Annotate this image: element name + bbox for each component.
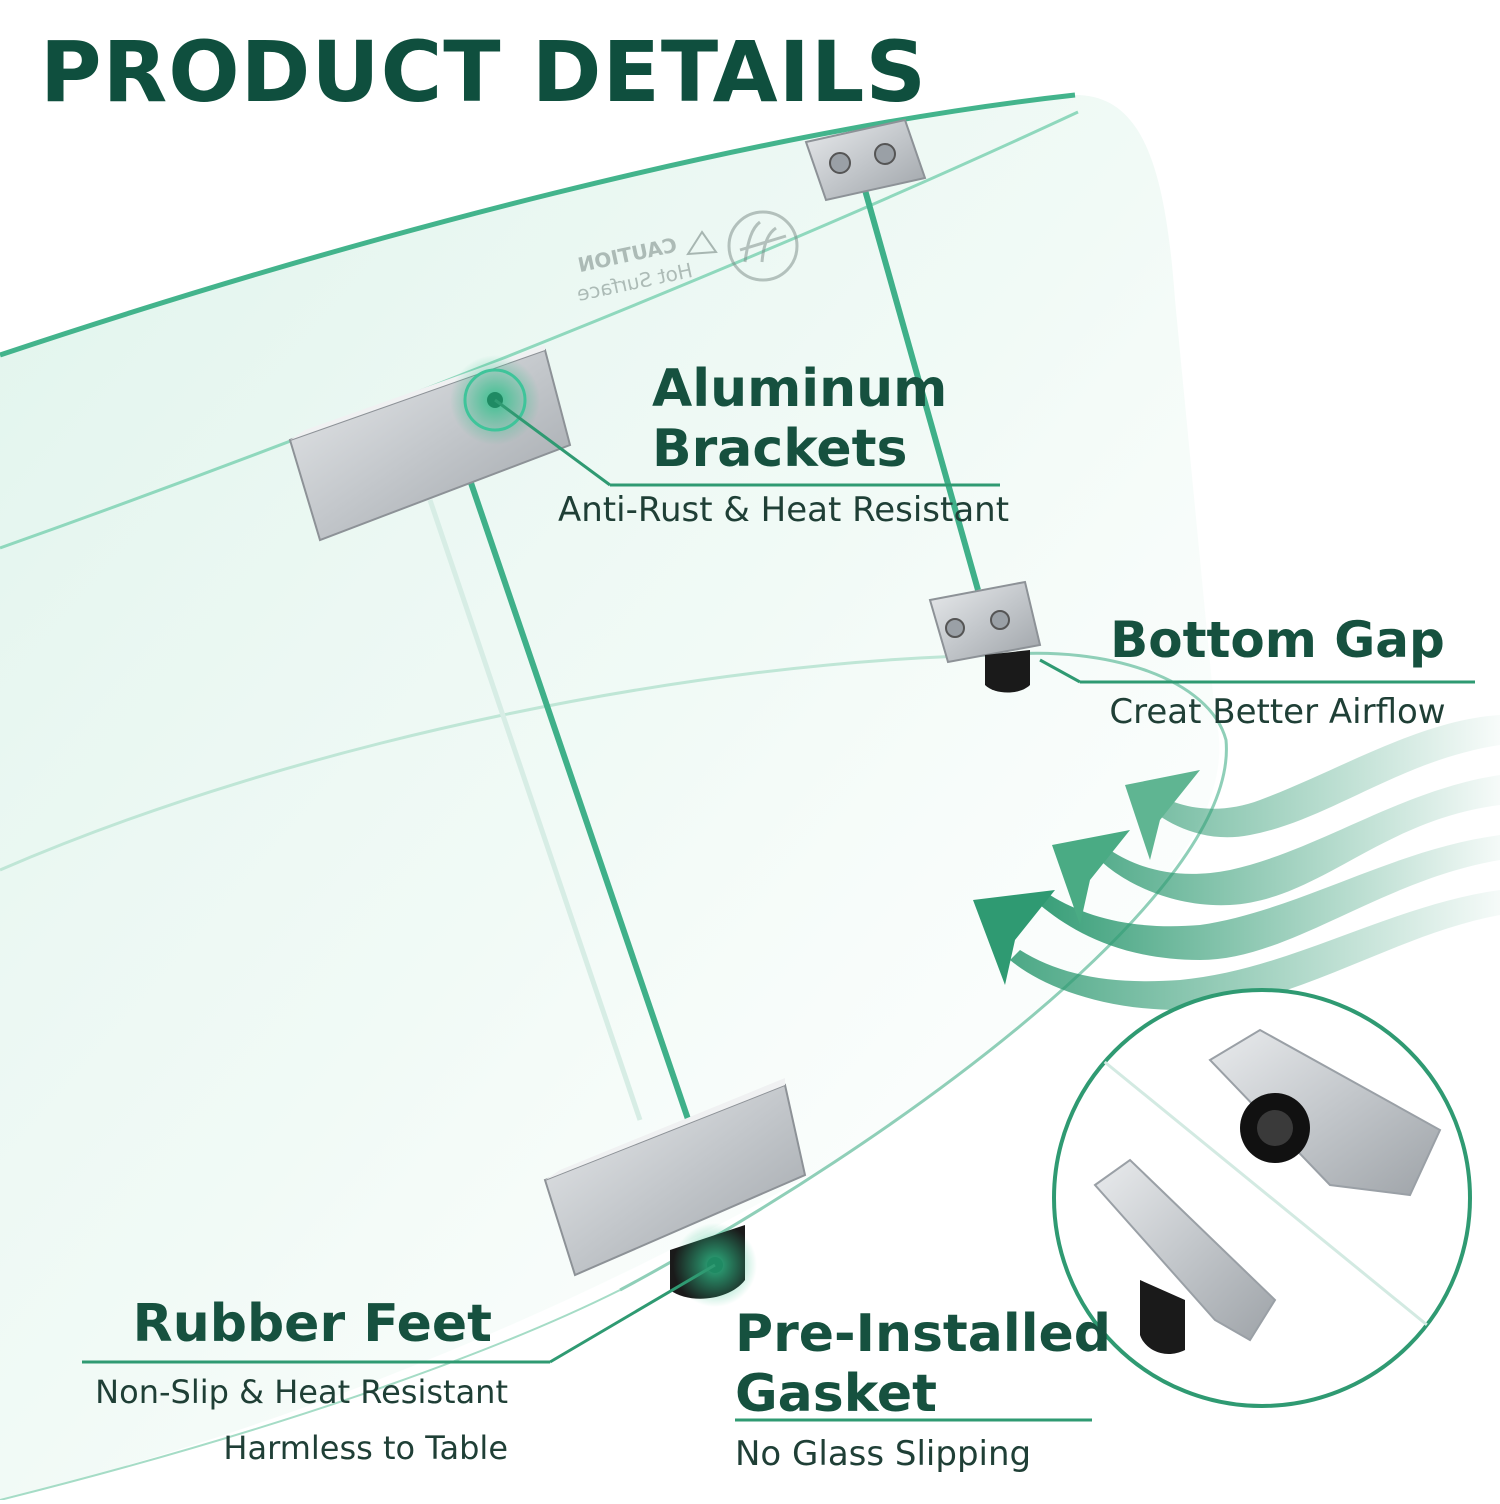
aluminum-subtitle: Anti-Rust & Heat Resistant — [558, 490, 1010, 530]
gasket-callout: Pre-Installed Gasket — [735, 1304, 1115, 1425]
bottom-gap-subtitle: Creat Better Airflow — [1109, 692, 1446, 732]
glass-panel — [0, 95, 1220, 1500]
airflow-arrows-icon — [973, 715, 1500, 1010]
aluminum-title-line1: Aluminum — [652, 359, 948, 419]
rubber-feet-subtitle-line1: Non-Slip & Heat Resistant — [95, 1373, 508, 1411]
hand-burn-icon — [727, 210, 799, 282]
aluminum-brackets-callout: Aluminum Brackets — [652, 359, 1032, 480]
gasket-detail-inset — [1052, 988, 1472, 1408]
glass-seam-line — [467, 479, 693, 1126]
rubber-feet-callout: Rubber Feet — [82, 1294, 492, 1355]
bottom-gap-title: Bottom Gap — [1110, 611, 1445, 669]
rubber-feet-title: Rubber Feet — [132, 1294, 492, 1354]
gasket-title-line1: Pre-Installed — [735, 1304, 1112, 1364]
bottom-gap-callout: Bottom Gap — [1080, 611, 1475, 670]
gasket-subtitle: No Glass Slipping — [735, 1434, 1032, 1474]
glass-top-edge — [0, 92, 1076, 358]
rubber-feet-subtitle-line2: Harmless to Table — [223, 1429, 508, 1467]
aluminum-title-line2: Brackets — [652, 418, 908, 479]
warning-triangle-icon — [686, 230, 718, 256]
top-bracket — [804, 118, 927, 202]
page-title: PRODUCT DETAILS — [40, 23, 927, 121]
bottom-gap-bracket — [928, 580, 1042, 693]
gasket-title-line2: Gasket — [735, 1363, 938, 1424]
